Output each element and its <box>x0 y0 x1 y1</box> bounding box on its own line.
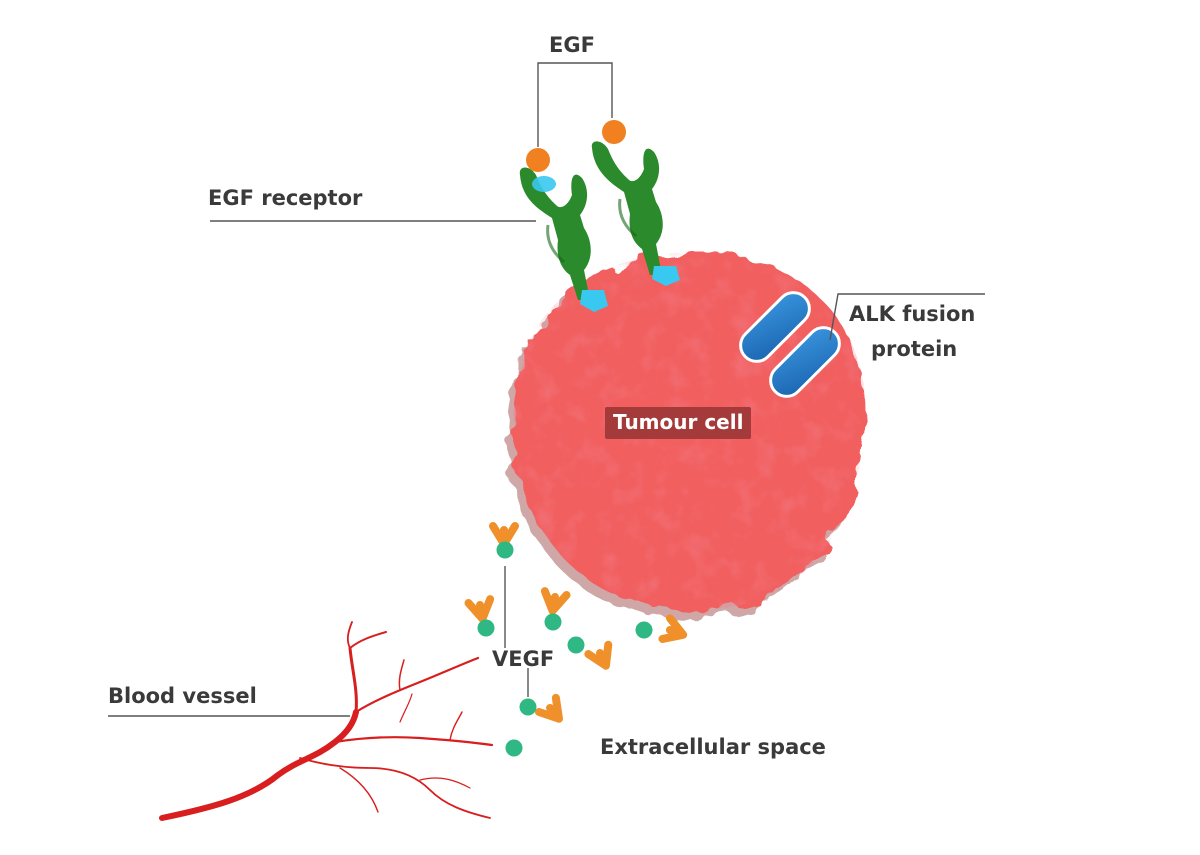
egf-ligand-left <box>526 148 550 172</box>
egf-receptor-label: EGF receptor <box>208 186 363 210</box>
alk-fusion-label-line2: protein <box>871 337 958 361</box>
tumour-cell-label: Tumour cell <box>605 407 752 439</box>
alk-fusion-label-line1: ALK fusion <box>849 302 976 326</box>
alk-fusion-protein <box>739 291 841 398</box>
vegf-ligands <box>477 541 653 757</box>
extracellular-space-label: Extracellular space <box>600 735 826 759</box>
egf-receptor-right <box>591 141 680 286</box>
blood-vessel-label: Blood vessel <box>108 684 257 708</box>
vegf-label: VEGF <box>492 647 555 671</box>
alk-leader-line <box>829 293 985 341</box>
blood-vessel <box>159 621 494 821</box>
egf-ligand-right <box>602 120 626 144</box>
egf-label: EGF <box>549 33 595 57</box>
egf-receptor-left <box>519 167 608 312</box>
egf-leader-line <box>537 62 613 147</box>
